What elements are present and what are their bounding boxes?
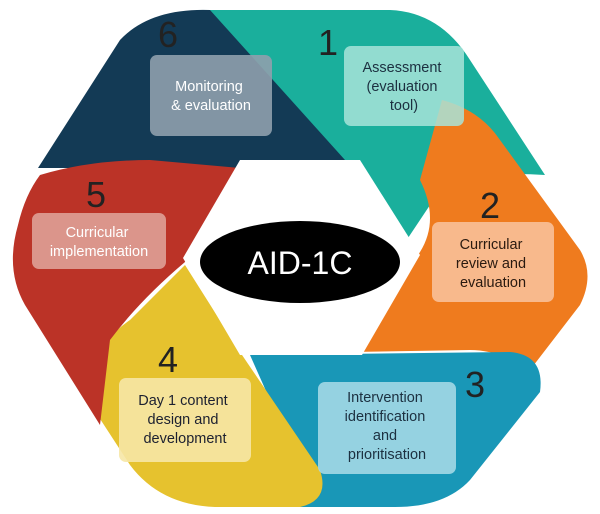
step-5-line-2: implementation — [50, 244, 148, 260]
step-5-number: 5 — [86, 174, 106, 215]
center-label: AID-1C — [248, 245, 353, 281]
step-4-label: Day 1 content design and development — [138, 393, 232, 447]
step-1-line-3: tool) — [390, 98, 418, 114]
step-3-label: Intervention identification and prioriti… — [345, 390, 430, 463]
step-2-line-2: review and — [456, 256, 526, 272]
step-2-line-1: Curricular — [460, 237, 523, 253]
step-6-box — [150, 55, 272, 136]
step-1-line-1: Assessment — [362, 60, 441, 76]
step-3-line-1: Intervention — [347, 390, 423, 406]
step-4-line-1: Day 1 content — [138, 393, 227, 409]
step-5-box — [32, 213, 166, 269]
step-3-number: 3 — [465, 364, 485, 405]
step-3-box — [318, 382, 456, 474]
step-6-label: Monitoring & evaluation — [171, 79, 251, 114]
step-4-number: 4 — [158, 339, 178, 380]
step-3-line-4: prioritisation — [348, 447, 426, 463]
step-2-box — [432, 222, 554, 302]
step-5-line-1: Curricular — [66, 225, 129, 241]
step-5-label: Curricular implementation — [50, 225, 148, 260]
step-4-box — [119, 378, 251, 462]
step-1-number: 1 — [318, 22, 338, 63]
step-1-box — [344, 46, 464, 126]
center-pill — [200, 221, 400, 303]
step-1-label: Assessment (evaluation tool) — [362, 60, 445, 114]
step-1-line-2: (evaluation — [367, 79, 438, 95]
step-6-line-2: & evaluation — [171, 98, 251, 114]
step-6-line-1: Monitoring — [175, 79, 243, 95]
step-2-label: Curricular review and evaluation — [456, 237, 530, 291]
step-2-line-3: evaluation — [460, 275, 526, 291]
step-4-line-2: design and — [148, 412, 219, 428]
step-6-number: 6 — [158, 14, 178, 55]
step-3-line-3: and — [373, 428, 397, 444]
step-4-line-3: development — [143, 431, 226, 447]
step-3-line-2: identification — [345, 409, 426, 425]
step-2-number: 2 — [480, 185, 500, 226]
